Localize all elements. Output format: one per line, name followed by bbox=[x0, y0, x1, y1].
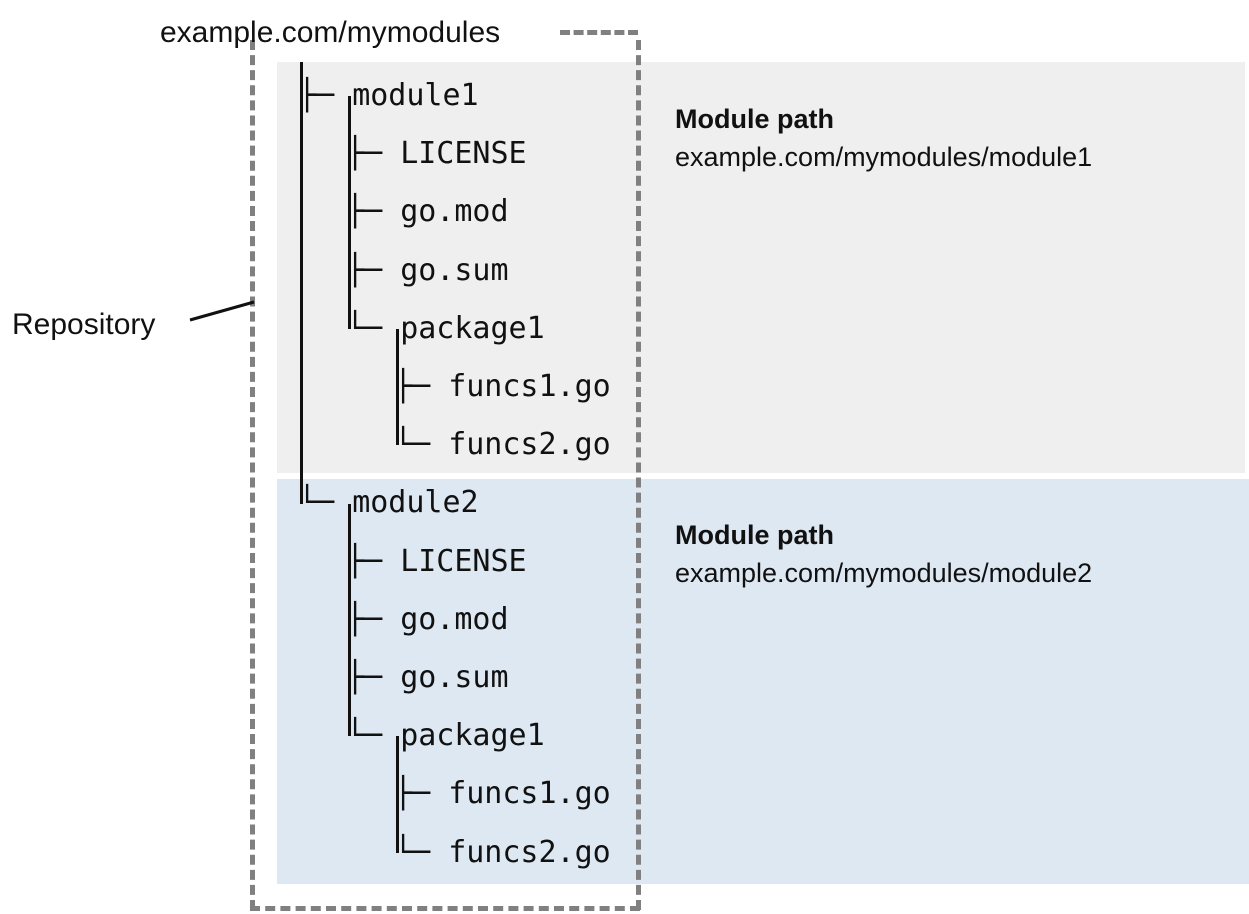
repository-boundary-bottom bbox=[250, 906, 640, 911]
tree-item-label: go.mod bbox=[400, 601, 509, 637]
module2-callout-title: Module path bbox=[675, 520, 834, 550]
tree-item-funcs2-go: └─ funcs2.go bbox=[394, 824, 611, 882]
tree-branch-glyph: └─ bbox=[346, 310, 401, 346]
tree-item-label: funcs2.go bbox=[448, 834, 611, 870]
tree-item-label: go.mod bbox=[400, 194, 509, 230]
tree-item-go-sum: ├─ go.sum bbox=[346, 649, 509, 707]
tree-item-license: ├─ LICENSE bbox=[346, 125, 527, 183]
tree-root-stem bbox=[300, 62, 303, 504]
module2-panel bbox=[277, 479, 1249, 884]
tree-stem bbox=[348, 503, 351, 737]
tree-item-module1: ├─ module1 bbox=[298, 67, 479, 125]
module1-callout-title: Module path bbox=[675, 104, 834, 134]
tree-branch-glyph: ├─ bbox=[346, 601, 401, 637]
tree-item-label: LICENSE bbox=[400, 543, 527, 579]
tree-stem bbox=[348, 96, 351, 329]
tree-branch-glyph: ├─ bbox=[298, 78, 353, 113]
tree-item-go-sum: ├─ go.sum bbox=[346, 242, 509, 300]
tree-item-label: funcs1.go bbox=[448, 369, 611, 404]
tree-item-go-mod: ├─ go.mod bbox=[346, 183, 509, 241]
tree-item-label: go.sum bbox=[400, 252, 509, 288]
tree-item-package1: └─ package1 bbox=[346, 300, 545, 358]
module1-panel bbox=[277, 62, 1245, 473]
module1-callout: Module path example.com/mymodules/module… bbox=[675, 102, 1092, 174]
repository-boundary-right bbox=[636, 40, 641, 910]
repository-leader-line bbox=[189, 300, 255, 322]
tree-branch-glyph: ├─ bbox=[346, 136, 401, 172]
tree-branch-glyph: └─ bbox=[346, 718, 401, 754]
tree-item-module2: └─ module2 bbox=[298, 474, 479, 532]
repository-boundary-top bbox=[560, 30, 638, 35]
tree-branch-glyph: ├─ bbox=[394, 776, 449, 812]
tree-item-go-mod: ├─ go.mod bbox=[346, 591, 509, 649]
tree-item-funcs1-go: ├─ funcs1.go bbox=[394, 765, 611, 823]
tree-branch-glyph: ├─ bbox=[346, 543, 401, 579]
root-path-label: example.com/mymodules bbox=[160, 16, 501, 49]
tree-item-funcs2-go: └─ funcs2.go bbox=[394, 416, 611, 474]
tree-item-label: go.sum bbox=[400, 660, 509, 695]
tree-item-label: module2 bbox=[352, 485, 479, 521]
tree-branch-glyph: ├─ bbox=[394, 369, 449, 404]
tree-item-funcs1-go: ├─ funcs1.go bbox=[394, 358, 611, 416]
tree-branch-glyph: ├─ bbox=[346, 194, 401, 230]
file-tree: ├─ module1├─ LICENSE├─ go.mod├─ go.sum└─… bbox=[298, 58, 638, 898]
tree-branch-glyph: └─ bbox=[298, 485, 353, 521]
tree-item-label: package1 bbox=[400, 718, 545, 754]
tree-item-label: funcs2.go bbox=[448, 427, 611, 463]
tree-item-label: module1 bbox=[352, 78, 479, 113]
module1-callout-path: example.com/mymodules/module1 bbox=[675, 142, 1093, 172]
tree-item-license: ├─ LICENSE bbox=[346, 533, 527, 591]
tree-stem bbox=[396, 328, 399, 446]
tree-item-label: LICENSE bbox=[400, 136, 527, 172]
tree-branch-glyph: ├─ bbox=[346, 252, 401, 288]
tree-stem bbox=[396, 736, 399, 853]
repository-label: Repository bbox=[12, 308, 156, 341]
tree-item-label: funcs1.go bbox=[448, 776, 611, 812]
tree-branch-glyph: └─ bbox=[394, 834, 449, 870]
module2-callout-path: example.com/mymodules/module2 bbox=[675, 558, 1093, 588]
tree-branch-glyph: ├─ bbox=[346, 660, 401, 695]
module2-callout: Module path example.com/mymodules/module… bbox=[675, 518, 1092, 590]
tree-item-label: package1 bbox=[400, 310, 545, 346]
tree-branch-glyph: └─ bbox=[394, 427, 449, 463]
tree-item-package1: └─ package1 bbox=[346, 707, 545, 765]
repository-boundary-left bbox=[250, 40, 255, 910]
